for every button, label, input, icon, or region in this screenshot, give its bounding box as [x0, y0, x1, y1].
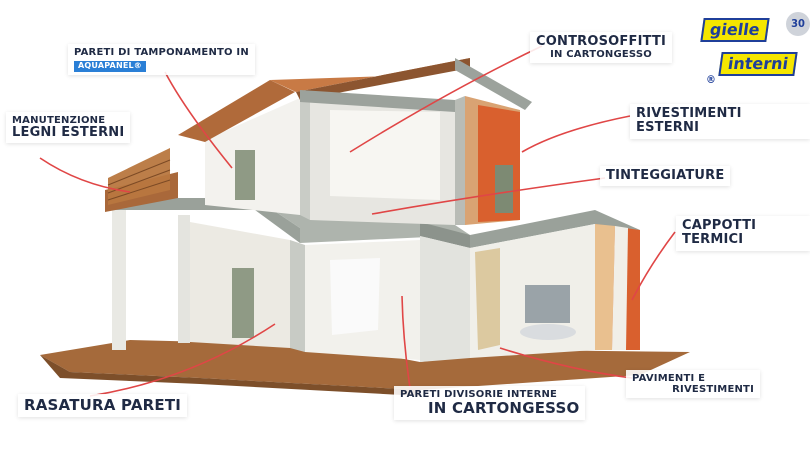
- leader-tinteggiature: [371, 177, 606, 215]
- label-text: PAVIMENTI E: [632, 373, 706, 384]
- leader-pareti-tamponamento: [164, 71, 233, 169]
- label-cappotti-termici: CAPPOTTI TERMICI: [676, 216, 810, 251]
- label-text: IN CARTONGESSO: [550, 49, 652, 61]
- leader-manutenzione: [39, 157, 131, 193]
- leader-rasatura: [89, 323, 276, 397]
- label-pareti-divisorie: PARETI DIVISORIE INTERNE IN CARTONGESSO: [394, 386, 586, 420]
- logo-gielle: gielle: [700, 18, 770, 42]
- roofs: [178, 58, 532, 142]
- label-text: RIVESTIMENTI: [672, 384, 754, 395]
- label-text: PARETI DI TAMPONAMENTO IN: [74, 47, 249, 58]
- leader-cappotti: [631, 231, 676, 301]
- gielle-interni-logo: gielle interni ® 30: [700, 10, 810, 88]
- label-pavimenti: PAVIMENTI E RIVESTIMENTI: [626, 370, 760, 398]
- anniversary-badge: 30: [786, 12, 810, 36]
- label-manutenzione: MANUTENZIONE LEGNI ESTERNI: [6, 112, 131, 144]
- leader-pavimenti: [499, 347, 633, 379]
- label-controsoffitti: CONTROSOFFITTI IN CARTONGESSO: [530, 32, 673, 64]
- leader-rivestimenti-esterni: [521, 115, 631, 153]
- label-pareti-tamponamento: PARETI DI TAMPONAMENTO IN AQUAPANEL®: [68, 44, 255, 75]
- leader-lines: [39, 45, 676, 397]
- label-text: LEGNI ESTERNI: [12, 125, 125, 140]
- label-tinteggiature: TINTEGGIATURE: [600, 166, 731, 187]
- label-rasatura-pareti: RASATURA PARETI: [18, 394, 188, 417]
- ground-floor-walls: [112, 210, 640, 362]
- label-text: PARETI DIVISORIE INTERNE: [400, 389, 558, 400]
- label-text: MANUTENZIONE: [12, 115, 106, 126]
- label-rivestimenti-esterni: RIVESTIMENTI ESTERNI: [630, 104, 810, 139]
- logo-interni: interni: [718, 52, 798, 76]
- label-text: IN CARTONGESSO: [428, 399, 580, 417]
- leader-pareti-divisorie: [401, 295, 411, 389]
- leader-controsoffitti: [349, 45, 543, 153]
- upper-floor-walls: [205, 96, 520, 225]
- aquapanel-badge: AQUAPANEL®: [74, 61, 147, 72]
- registered-mark: ®: [706, 73, 716, 86]
- label-text: CONTROSOFFITTI: [536, 34, 667, 49]
